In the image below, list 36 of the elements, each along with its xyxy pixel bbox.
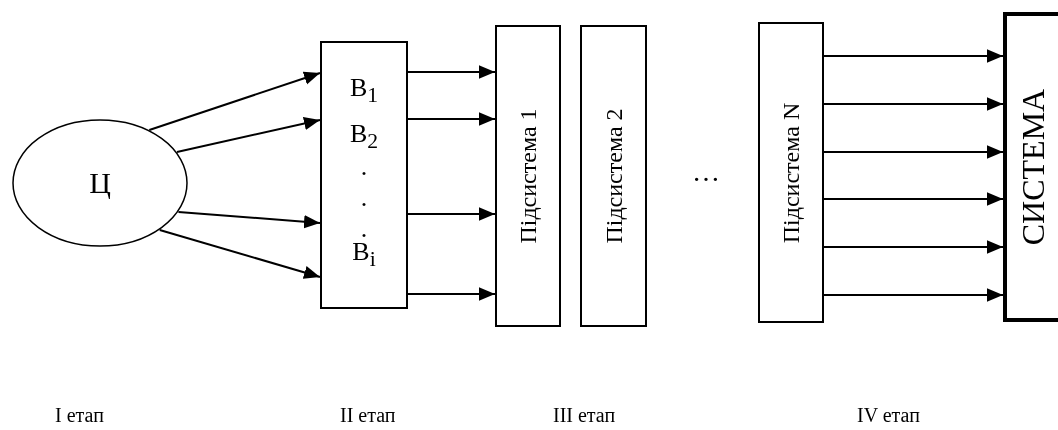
arrow (823, 49, 1004, 63)
stage-label: I етап (55, 405, 104, 425)
subsystem-label: Підсистема N (779, 102, 803, 243)
system-label: СИСТЕМА (1016, 88, 1049, 246)
arrow (823, 97, 1004, 111)
arrow (158, 229, 321, 279)
ellipsis: … (692, 158, 720, 186)
arrow (407, 287, 496, 301)
arrow (176, 117, 321, 153)
dot: . (360, 216, 368, 242)
stage-label: II етап (340, 405, 396, 425)
process-box (495, 25, 561, 327)
arrow (823, 288, 1004, 302)
requirement-label: В$_{2}$ (349, 121, 379, 153)
dot: . (360, 154, 368, 180)
arrow (823, 192, 1004, 206)
system-box (1003, 12, 1058, 322)
goal-ellipse (12, 119, 188, 247)
stage-label: III етап (553, 405, 616, 425)
arrow (407, 207, 496, 221)
requirement-label: В$_{i}$ (352, 239, 376, 271)
stage-label: IV етап (857, 405, 920, 425)
arrow (823, 145, 1004, 159)
arrow (407, 65, 496, 79)
arrow (148, 71, 321, 131)
requirement-label: В$_{1}$ (349, 75, 379, 107)
subsystem-label: Підсистема 1 (516, 108, 540, 244)
process-box (758, 22, 824, 323)
process-box (580, 25, 647, 327)
goal-label: Ц (89, 168, 111, 198)
process-box (320, 41, 408, 309)
arrow (407, 112, 496, 126)
arrow (177, 211, 321, 229)
dot: . (360, 185, 368, 211)
subsystem-label: Підсистема 2 (601, 108, 626, 244)
arrow (823, 240, 1004, 254)
